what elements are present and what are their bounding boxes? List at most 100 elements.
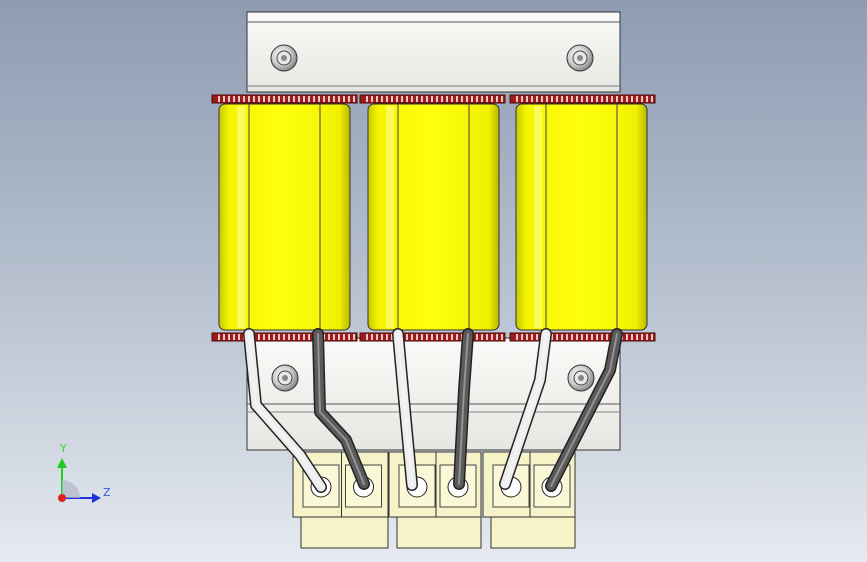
lead-shine bbox=[550, 333, 618, 487]
flange-rib bbox=[308, 96, 310, 102]
flange-rib bbox=[486, 334, 488, 340]
flange-rib bbox=[328, 96, 330, 102]
flange-rib bbox=[566, 96, 568, 102]
z-arrow-icon bbox=[92, 493, 101, 503]
flange-rib bbox=[243, 96, 245, 102]
flange-rib bbox=[353, 96, 355, 102]
flange-rib bbox=[496, 334, 498, 340]
lead-core bbox=[500, 329, 551, 489]
flange-rib bbox=[371, 334, 373, 340]
lead-2 bbox=[312, 328, 370, 490]
flange-rib bbox=[298, 334, 300, 340]
origin-icon bbox=[58, 494, 66, 502]
terminal-base bbox=[490, 516, 576, 549]
flange-rib bbox=[273, 96, 275, 102]
flange-rib bbox=[446, 96, 448, 102]
lead-4 bbox=[453, 328, 474, 490]
flange-rib bbox=[376, 334, 378, 340]
lead-shine bbox=[504, 333, 547, 485]
top-flanges bbox=[211, 94, 656, 104]
flange-rib bbox=[451, 334, 453, 340]
flange-rib bbox=[651, 334, 653, 340]
flange-rib bbox=[288, 334, 290, 340]
flange-rib bbox=[501, 334, 503, 340]
flange-rib bbox=[273, 334, 275, 340]
flange-rib bbox=[551, 96, 553, 102]
flange-rib bbox=[303, 334, 305, 340]
flange-rib bbox=[441, 96, 443, 102]
flange-rib bbox=[536, 334, 538, 340]
lead-core bbox=[244, 329, 326, 492]
flange-rib bbox=[631, 96, 633, 102]
flange-rib bbox=[596, 96, 598, 102]
flange-rib bbox=[636, 96, 638, 102]
flange-rib bbox=[546, 96, 548, 102]
flange-rib bbox=[381, 96, 383, 102]
flange-rib bbox=[288, 96, 290, 102]
flange-rib bbox=[531, 96, 533, 102]
flange-rib bbox=[636, 334, 638, 340]
flange-rib bbox=[278, 96, 280, 102]
flange-rib bbox=[571, 334, 573, 340]
flange-rib bbox=[411, 96, 413, 102]
flange-rib bbox=[516, 96, 518, 102]
flange-rib bbox=[263, 96, 265, 102]
flange-rib bbox=[406, 334, 408, 340]
flange-rib bbox=[441, 334, 443, 340]
flange-rib bbox=[436, 96, 438, 102]
flange-rib bbox=[481, 334, 483, 340]
flange-rib bbox=[616, 96, 618, 102]
flange-rib bbox=[476, 96, 478, 102]
lead-core bbox=[393, 329, 417, 490]
flange-rib bbox=[353, 334, 355, 340]
flange-rib bbox=[421, 334, 423, 340]
flange-rib bbox=[451, 96, 453, 102]
flange-rib bbox=[416, 334, 418, 340]
flange-rib bbox=[566, 334, 568, 340]
lead-6 bbox=[545, 328, 623, 492]
flange-rib bbox=[338, 96, 340, 102]
lead-shine bbox=[317, 333, 365, 485]
flange-rib bbox=[258, 334, 260, 340]
flange-rib bbox=[571, 96, 573, 102]
flange-rib bbox=[338, 334, 340, 340]
flange-rib bbox=[471, 96, 473, 102]
flange-rib bbox=[366, 334, 368, 340]
flange-rib bbox=[576, 334, 578, 340]
flange-rib bbox=[516, 334, 518, 340]
flange-rib bbox=[526, 96, 528, 102]
bolt-bottom-right bbox=[567, 364, 595, 392]
flange-rib bbox=[581, 96, 583, 102]
flange-rib bbox=[651, 96, 653, 102]
bolt-bottom-left bbox=[271, 364, 299, 392]
flange-rib bbox=[328, 334, 330, 340]
terminal-base bbox=[300, 516, 389, 549]
flange-rib bbox=[268, 96, 270, 102]
flange-rib bbox=[298, 96, 300, 102]
flange-rib bbox=[461, 96, 463, 102]
flange-rib bbox=[253, 96, 255, 102]
flange-rib bbox=[526, 334, 528, 340]
coils bbox=[218, 103, 648, 331]
flange-rib bbox=[391, 334, 393, 340]
flange-rib bbox=[501, 96, 503, 102]
flange-rib bbox=[541, 96, 543, 102]
lead-core bbox=[454, 329, 473, 489]
flange-rib bbox=[333, 334, 335, 340]
axis-y-label: Y bbox=[60, 442, 67, 455]
flange-rib bbox=[431, 334, 433, 340]
flange-rib bbox=[283, 334, 285, 340]
flange-rib bbox=[228, 334, 230, 340]
lead-3 bbox=[392, 328, 418, 491]
flange-rib bbox=[268, 334, 270, 340]
flange-rib bbox=[476, 334, 478, 340]
flange-rib bbox=[431, 96, 433, 102]
lead-shine bbox=[248, 333, 322, 488]
flange-rib bbox=[233, 96, 235, 102]
flange-rib bbox=[596, 334, 598, 340]
coil-body bbox=[218, 103, 351, 331]
terminal-block bbox=[292, 451, 576, 549]
flange-rib bbox=[263, 334, 265, 340]
